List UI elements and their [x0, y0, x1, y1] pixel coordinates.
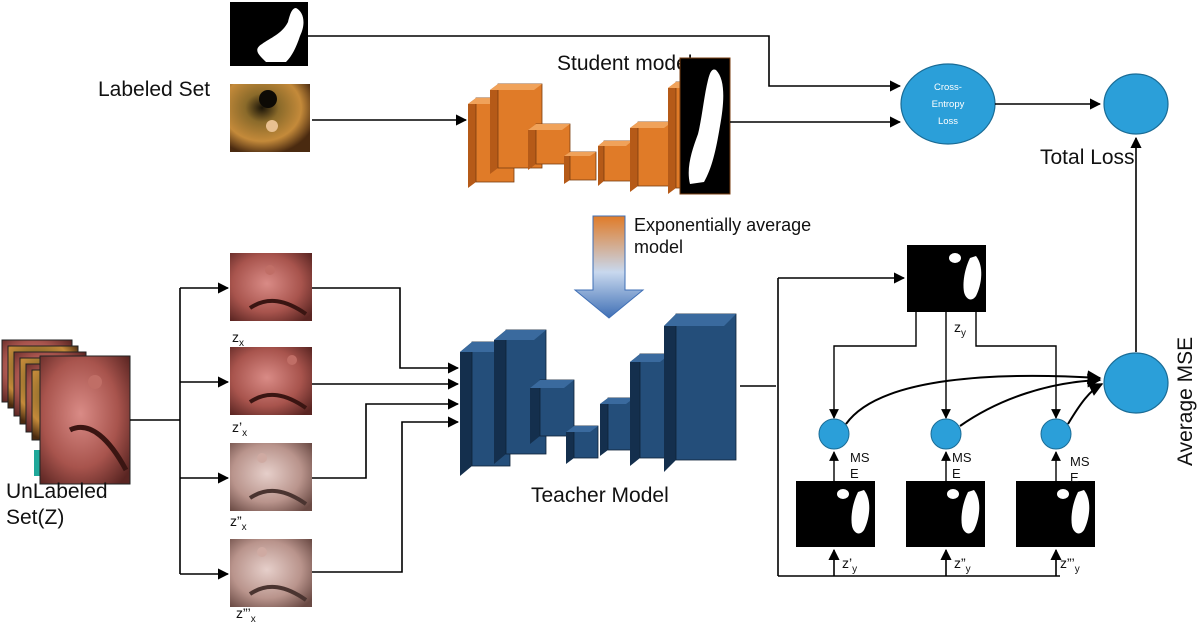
zy-to-mse-right — [975, 312, 1061, 419]
student-block-5 — [598, 140, 633, 186]
input-image-zx — [230, 253, 312, 321]
output-mask-zy2 — [906, 481, 985, 547]
average-mse-node — [1103, 352, 1169, 414]
ema-arrow — [573, 215, 645, 319]
output-label-zy1: z’y — [842, 555, 857, 575]
total-loss-node — [1103, 73, 1169, 135]
unlabeled-label-line-1: UnLabeled — [6, 480, 108, 503]
zy-to-mse-left — [829, 312, 917, 419]
mse-label-2-top: MS — [952, 450, 972, 465]
cross-entropy-line-3: Loss — [938, 116, 958, 127]
output-mask-zy1 — [796, 481, 875, 547]
zx2-to-teacher-arrow — [312, 398, 460, 479]
mask-to-loss-arrow — [308, 35, 902, 92]
labeled-set-label: Labeled Set — [98, 78, 210, 101]
total-loss-label: Total Loss — [1040, 146, 1135, 169]
mse-node-1 — [818, 418, 850, 450]
student-block-4 — [564, 151, 597, 184]
teacher-block-4 — [566, 425, 599, 464]
unlabeled-image-stack — [1, 339, 131, 485]
teacher-block-7 — [664, 313, 737, 472]
input-image-zx3 — [230, 539, 312, 607]
student-network — [468, 57, 731, 195]
student-block-6 — [630, 121, 673, 192]
student-output-mask — [679, 57, 731, 195]
mse-node-3 — [1040, 418, 1072, 450]
cross-entropy-line-1: Cross- — [934, 82, 962, 93]
student-block-3 — [528, 123, 571, 170]
teacher-network — [460, 313, 737, 476]
ema-label-line-1: Exponentially average — [634, 215, 811, 235]
cross-entropy-line-2: Entropy — [932, 99, 965, 110]
mse-3-to-average — [1067, 383, 1104, 425]
teacher-block-5 — [600, 397, 635, 456]
mse-label-3-bottom: E — [1070, 470, 1079, 485]
input-label-zx3: z”’x — [236, 605, 256, 625]
teacher-block-3 — [530, 379, 575, 444]
mse-label-2-bottom: E — [952, 466, 961, 481]
output-mask-zy — [907, 245, 986, 312]
mse-1-to-average — [845, 370, 1102, 425]
teacher-model-label: Teacher Model — [531, 484, 669, 507]
ema-label-line-2: model — [634, 237, 683, 257]
input-label-zx1: z’x — [232, 419, 247, 439]
input-label-zx2: z”x — [230, 513, 247, 533]
output-label-zy: zy — [954, 319, 966, 339]
zx-to-teacher-arrow — [312, 287, 460, 374]
input-image-zx2 — [230, 443, 312, 511]
output-mask-zy3 — [1016, 481, 1095, 547]
zx3-to-teacher-arrow — [312, 416, 460, 573]
student-model-label: Student model — [557, 52, 692, 75]
mse-label-1-top: MS — [850, 450, 870, 465]
mse-label-1-bottom: E — [850, 466, 859, 481]
mse-label-3-top: MS — [1070, 454, 1090, 469]
unlabeled-label-line-2: Set(Z) — [6, 506, 64, 529]
input-label-zx: zx — [232, 329, 244, 349]
cross-entropy-node: Cross- Entropy Loss — [900, 63, 996, 145]
output-label-zy2: z”y — [954, 555, 971, 575]
labeled-colonoscopy-image — [230, 84, 310, 152]
average-mse-label: Average MSE — [1174, 337, 1197, 466]
output-label-zy3: z”’y — [1060, 555, 1080, 575]
labeled-mask-image — [230, 2, 308, 66]
mse-2-to-average — [959, 373, 1102, 427]
mse-node-2 — [930, 418, 962, 450]
input-image-zx1 — [230, 347, 312, 415]
